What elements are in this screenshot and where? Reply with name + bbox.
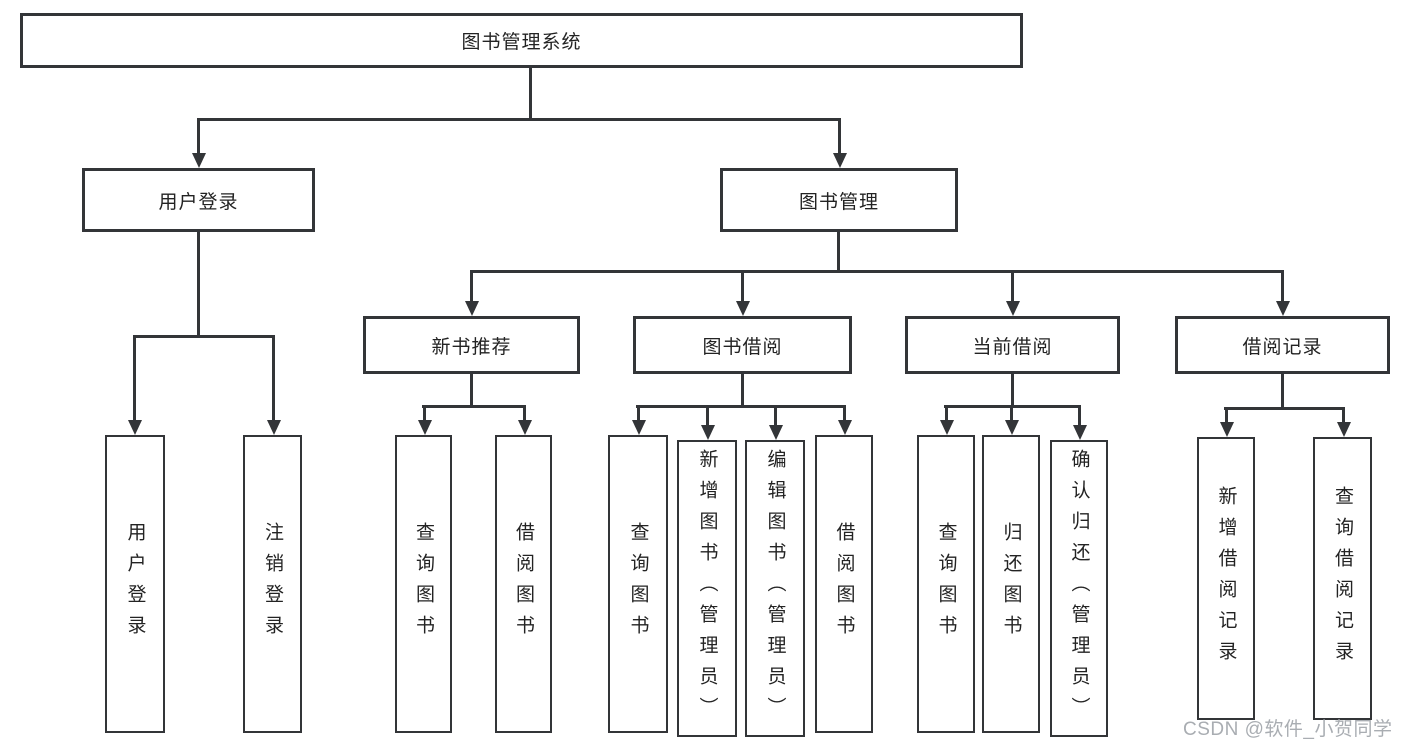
- leaf-user-login-label: 用户登录: [124, 522, 146, 646]
- csdn-watermark: CSDN @软件_小贺同学: [1183, 719, 1393, 740]
- node-book-borrow: 图书借阅: [633, 316, 852, 374]
- connector-new-book-stem: [470, 374, 473, 405]
- node-book-borrow-label: 图书借阅: [702, 336, 783, 358]
- leaf-borrow-query-books: 查询图书: [608, 435, 668, 733]
- arrow-to-current-borrow: [1005, 270, 1020, 316]
- node-borrow-records-label: 借阅记录: [1242, 336, 1323, 358]
- connector-user-login-rail: [133, 335, 275, 338]
- node-new-book-recommend: 新书推荐: [363, 316, 580, 374]
- connector-current-borrow-stem: [1011, 374, 1014, 405]
- connector-user-login-stem: [197, 232, 200, 335]
- arrow-to-leaf-logout: [266, 335, 281, 435]
- leaf-confirm-return-admin: 确认归还（管理员）: [1050, 440, 1108, 737]
- leaf-return-books-label: 归还图书: [1000, 522, 1022, 646]
- arrow-book-borrow-leaf-3: [768, 405, 783, 440]
- node-current-borrow: 当前借阅: [905, 316, 1120, 374]
- connector-new-book-rail: [422, 405, 526, 408]
- connector-root-stem: [529, 68, 532, 118]
- node-borrow-records: 借阅记录: [1175, 316, 1390, 374]
- leaf-add-borrow-record: 新增借阅记录: [1197, 437, 1255, 720]
- leaf-newbook-borrow-books: 借阅图书: [495, 435, 552, 733]
- arrow-new-book-leaf-1: [417, 405, 432, 435]
- arrow-to-user-login: [191, 118, 206, 168]
- connector-book-mgmt-stem: [837, 232, 840, 270]
- leaf-query-borrow-record: 查询借阅记录: [1313, 437, 1372, 720]
- arrow-new-book-leaf-2: [517, 405, 532, 435]
- leaf-add-borrow-record-label: 新增借阅记录: [1215, 485, 1237, 672]
- connector-book-borrow-rail: [636, 405, 846, 408]
- arrow-to-new-book: [464, 270, 479, 316]
- connector-root-rail: [197, 118, 841, 121]
- leaf-current-query-books-label: 查询图书: [935, 522, 957, 646]
- arrow-current-borrow-leaf-1: [939, 405, 954, 435]
- arrow-current-borrow-leaf-3: [1072, 405, 1087, 440]
- connector-borrow-records-rail: [1224, 407, 1345, 410]
- leaf-add-books-admin: 新增图书（管理员）: [677, 440, 737, 737]
- connector-borrow-records-stem: [1281, 374, 1284, 407]
- leaf-query-borrow-record-label: 查询借阅记录: [1332, 485, 1353, 672]
- node-user-login-label: 用户登录: [158, 191, 239, 213]
- leaf-borrow-borrow-books-label: 借阅图书: [833, 522, 855, 646]
- leaf-confirm-return-admin-label: 确认归还（管理员）: [1068, 449, 1090, 728]
- leaf-current-query-books: 查询图书: [917, 435, 975, 733]
- leaf-add-books-admin-label: 新增图书（管理员）: [696, 449, 718, 728]
- leaf-borrow-query-books-label: 查询图书: [627, 522, 649, 646]
- leaf-logout-label: 注销登录: [262, 522, 283, 646]
- connector-book-mgmt-rail: [470, 270, 1284, 273]
- arrow-to-borrow-records: [1275, 270, 1290, 316]
- leaf-logout: 注销登录: [243, 435, 302, 733]
- leaf-user-login: 用户登录: [105, 435, 165, 733]
- node-user-login: 用户登录: [82, 168, 315, 232]
- leaf-edit-books-admin-label: 编辑图书（管理员）: [764, 449, 786, 728]
- arrow-to-book-management: [832, 118, 847, 168]
- leaf-borrow-borrow-books: 借阅图书: [815, 435, 873, 733]
- node-root-label: 图书管理系统: [461, 32, 582, 53]
- arrow-current-borrow-leaf-2: [1004, 405, 1019, 435]
- leaf-newbook-query-books: 查询图书: [395, 435, 452, 733]
- leaf-edit-books-admin: 编辑图书（管理员）: [745, 440, 805, 737]
- arrow-borrow-records-leaf-1: [1219, 407, 1234, 437]
- arrow-book-borrow-leaf-2: [700, 405, 715, 440]
- arrow-to-book-borrow: [735, 270, 750, 316]
- node-new-book-recommend-label: 新书推荐: [431, 336, 512, 358]
- leaf-return-books: 归还图书: [982, 435, 1040, 733]
- node-book-management: 图书管理: [720, 168, 958, 232]
- arrow-book-borrow-leaf-1: [631, 405, 646, 435]
- node-current-borrow-label: 当前借阅: [972, 336, 1053, 358]
- arrow-borrow-records-leaf-2: [1336, 407, 1351, 437]
- node-book-management-label: 图书管理: [798, 191, 879, 213]
- node-root: 图书管理系统: [20, 13, 1023, 68]
- arrow-book-borrow-leaf-4: [837, 405, 852, 435]
- connector-book-borrow-stem: [741, 374, 744, 405]
- leaf-newbook-query-books-label: 查询图书: [413, 522, 434, 646]
- arrow-to-leaf-login: [127, 335, 142, 435]
- leaf-newbook-borrow-books-label: 借阅图书: [513, 522, 534, 646]
